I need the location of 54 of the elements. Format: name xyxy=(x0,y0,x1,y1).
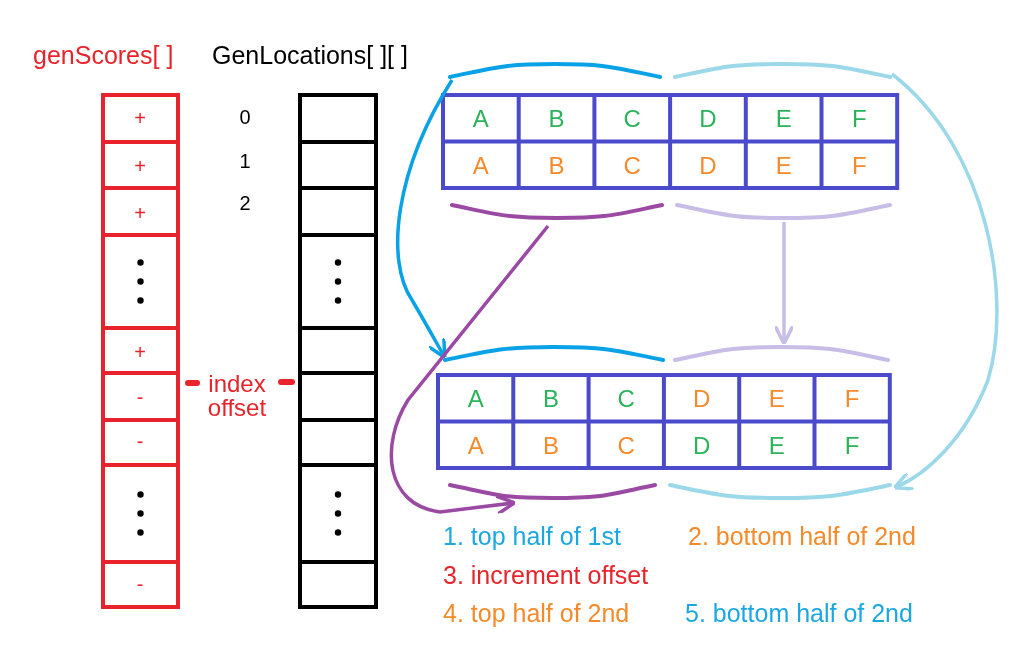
table-cell-text: A xyxy=(472,107,489,131)
curly-brace xyxy=(675,203,892,220)
table-cell-text: E xyxy=(775,107,792,131)
step-note: 2. bottom half of 2nd xyxy=(688,523,916,549)
table-cell-text: C xyxy=(623,107,641,131)
sign-value: - xyxy=(136,431,144,451)
sign-value: - xyxy=(136,387,144,407)
curly-brace xyxy=(443,345,665,362)
step-note: 5. bottom half of 2nd xyxy=(685,600,913,626)
table-cell-text: E xyxy=(775,154,792,178)
table-cell-text: B xyxy=(542,434,559,458)
column-heading: GenLocations[ ][ ] xyxy=(212,42,408,68)
curly-brace xyxy=(673,62,892,79)
table-cell-text: D xyxy=(699,154,717,178)
table-cell-text: D xyxy=(699,107,717,131)
table-cell-text: C xyxy=(623,154,641,178)
table-cell-text: D xyxy=(692,434,711,458)
curly-brace xyxy=(668,483,892,500)
table-cell-text: A xyxy=(472,154,489,178)
sign-value: + xyxy=(134,203,146,223)
curly-brace xyxy=(448,62,662,79)
table-cell-text: F xyxy=(852,107,867,131)
sign-value: + xyxy=(134,108,146,128)
sign-value: + xyxy=(134,156,146,176)
table-cell-text: C xyxy=(617,387,635,411)
column-heading: genScores[ ] xyxy=(33,42,174,68)
sign-value: - xyxy=(136,574,144,594)
table-cell-text: B xyxy=(548,154,565,178)
table-cell-text: A xyxy=(467,387,484,411)
curly-brace xyxy=(448,483,657,500)
table-cell-text: B xyxy=(548,107,565,131)
offset-label: index offset xyxy=(206,372,268,420)
arrow xyxy=(389,224,550,516)
index-number: 1 xyxy=(239,151,251,171)
index-number: 2 xyxy=(239,193,251,213)
table-cell-text: D xyxy=(692,387,711,411)
table-cell-text: B xyxy=(542,387,559,411)
sign-value: + xyxy=(134,342,146,362)
table-cell-text: E xyxy=(768,434,785,458)
step-note: 3. increment offset xyxy=(443,562,649,588)
table-cell-text: F xyxy=(852,154,867,178)
arrow xyxy=(890,72,999,490)
arrow xyxy=(395,79,454,360)
table-cell-text: F xyxy=(844,387,860,411)
curly-brace xyxy=(450,203,664,220)
arrow xyxy=(773,222,795,346)
table-cell-text: C xyxy=(617,434,635,458)
curly-brace xyxy=(673,345,890,362)
index-number: 0 xyxy=(239,107,251,127)
table-cell-text: E xyxy=(768,387,785,411)
table-cell-text: F xyxy=(844,434,860,458)
step-note: 4. top half of 2nd xyxy=(443,600,630,626)
step-note: 1. top half of 1st xyxy=(443,523,621,549)
table-cell-text: A xyxy=(467,434,484,458)
